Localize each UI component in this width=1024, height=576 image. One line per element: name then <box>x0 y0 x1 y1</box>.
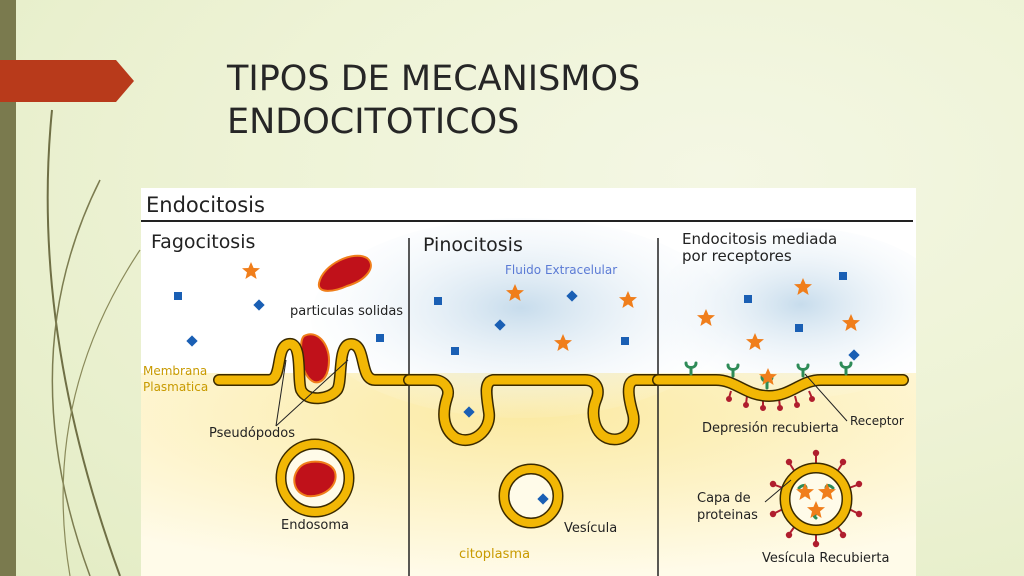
molecule-square <box>174 292 182 300</box>
title-accent-arrow <box>0 60 134 102</box>
protein-coat-label-line-1: Capa de <box>697 491 751 506</box>
pseudopods-label: Pseudópodos <box>209 426 295 441</box>
protein-coat-label-line-2: proteinas <box>697 508 758 523</box>
pointer-line <box>275 359 349 427</box>
receptores-title-line-2: por receptores <box>682 247 792 265</box>
solid-particle <box>317 254 372 292</box>
pointer-line <box>275 359 287 427</box>
receptor-label: Receptor <box>850 414 904 428</box>
slide-title: TIPOS DE MECANISMOS ENDOCITOTICOS <box>227 58 640 144</box>
slide-title-line-1: TIPOS DE MECANISMOS <box>227 59 641 99</box>
panel-pinocitosis: Pinocitosis Fluido Extracelular Vesícula… <box>403 234 664 562</box>
pointer-line <box>804 373 848 422</box>
receptor-membrane <box>653 375 908 401</box>
membrane-label-line-2: Plasmatica <box>143 380 208 394</box>
molecule-square <box>376 334 384 342</box>
pointer-line <box>764 479 792 503</box>
endosome-label: Endosoma <box>281 518 349 533</box>
extracellular-fluid-label: Fluido Extracelular <box>505 263 617 277</box>
vesicle-label: Vesícula <box>564 521 617 536</box>
slide-title-line-2: ENDOCITOTICOS <box>227 102 520 142</box>
coated-pit-label: Depresión recubierta <box>702 421 839 436</box>
pinocitosis-title: Pinocitosis <box>423 234 523 256</box>
molecule-square <box>744 295 752 303</box>
molecule-square <box>621 337 629 345</box>
particles-label: particulas solidas <box>290 304 403 319</box>
panel-fagocitosis: Fagocitosis particulas solidas Membrana … <box>143 231 415 533</box>
membrane-label-line-1: Membrana <box>143 364 207 378</box>
molecule-square <box>451 347 459 355</box>
cytoplasm-label: citoplasma <box>459 547 530 562</box>
decorative-curves <box>46 109 141 576</box>
coated-vesicle-label: Vesícula Recubierta <box>762 551 889 566</box>
molecule-square <box>839 272 847 280</box>
left-accent-bar <box>0 0 16 576</box>
molecule-square <box>795 324 803 332</box>
coated-vesicle-coat <box>769 449 863 548</box>
diagram-heading: Endocitosis <box>146 193 265 217</box>
receptores-title-line-1: Endocitosis mediada <box>682 230 837 248</box>
fagocitosis-title: Fagocitosis <box>151 231 255 253</box>
molecule-square <box>434 297 442 305</box>
endocytosis-diagram: Endocitosis Fagocitosis particulas solid… <box>141 188 916 576</box>
panel-receptores: Endocitosis mediada por receptores <box>652 230 909 566</box>
endosome-particle <box>293 460 337 498</box>
